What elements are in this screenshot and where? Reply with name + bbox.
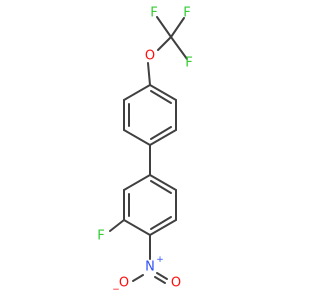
molecule-structure-diagram: F F F O F N + O − O: [97, 6, 192, 296]
atom-f-top-right: F: [185, 56, 192, 71]
bond-c-f-top: [170, 17, 185, 38]
bond-n-o-left: [132, 274, 144, 282]
lower-ring-bond-4: [123, 219, 151, 236]
lower-ring-bond-3: [149, 219, 177, 236]
charge-n-plus: +: [156, 255, 164, 265]
lower-ring-bond-1: [149, 174, 177, 191]
bond-c-f-left: [156, 16, 172, 38]
bond-n-o-right-b: [154, 276, 166, 284]
bond-c-f-right: [170, 36, 188, 60]
lower-ring-bond-6: [123, 174, 151, 191]
atom-f-ring: F: [97, 229, 104, 244]
atom-f-top-left: F: [150, 6, 157, 21]
lower-ring-double-2: [150, 216, 172, 230]
atom-n-nitro: N: [145, 260, 155, 275]
charge-o-minus: −: [112, 285, 120, 295]
upper-ring-double-2: [150, 126, 172, 140]
atom-o-nitro-right: O: [171, 276, 181, 291]
bond-c-o: [157, 36, 172, 51]
trifluoromethyl-bonds: [156, 16, 188, 60]
upper-ring-bond-1: [149, 84, 177, 101]
atom-f-top-center: F: [183, 6, 190, 21]
upper-ring-bond-6: [123, 84, 151, 101]
bond-ring-f: [109, 219, 125, 232]
lower-benzene-ring-bonds: [123, 174, 177, 236]
atom-o-ether: O: [145, 49, 155, 64]
upper-ring-bond-3: [149, 129, 177, 146]
upper-ring-bond-4: [123, 129, 151, 146]
bond-o-ring: [147, 62, 151, 86]
upper-benzene-ring-bonds: [123, 84, 177, 146]
upper-ring-double-1: [150, 90, 172, 104]
lower-ring-double-1: [150, 180, 172, 194]
bond-n-o-right-a: [156, 272, 168, 280]
atom-o-nitro-left: O: [119, 276, 129, 291]
